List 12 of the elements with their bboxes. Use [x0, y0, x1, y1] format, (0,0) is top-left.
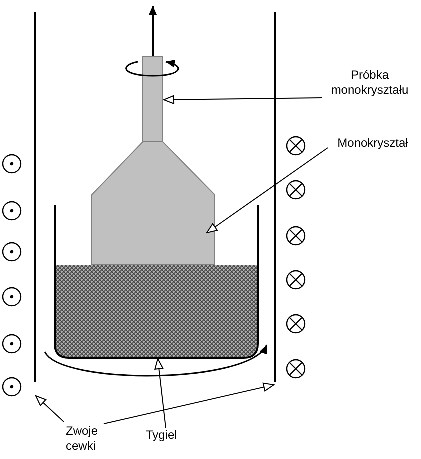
leader-line [206, 148, 328, 234]
callout-label: Tygiel [146, 428, 192, 443]
leader-line [104, 382, 274, 424]
leader-line [154, 358, 166, 428]
callout-label: Próbka monokryształu [322, 68, 418, 98]
seed-rod [142, 56, 164, 142]
crucible-with-melt [54, 205, 259, 359]
crystal-body [92, 142, 216, 266]
callout-label: Monokryształ [328, 136, 418, 151]
leader-line [164, 95, 322, 104]
leader-line [36, 396, 64, 422]
callout-label: Zwoje cewki [66, 424, 106, 454]
